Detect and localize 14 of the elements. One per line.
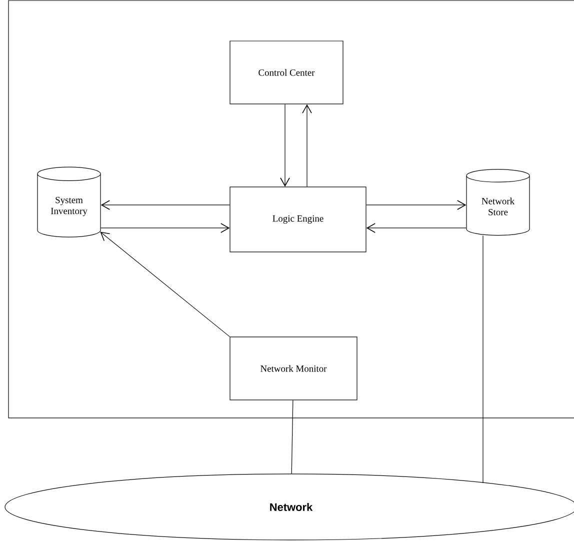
arrow bbox=[100, 200, 230, 210]
arrow bbox=[302, 104, 312, 187]
arrow bbox=[366, 200, 466, 210]
arrow bbox=[100, 223, 230, 233]
arrow bbox=[366, 223, 466, 233]
arrow bbox=[280, 104, 290, 187]
database-cylinder: System Inventory bbox=[37, 166, 101, 238]
connector-line bbox=[482, 235, 484, 484]
process-box: Network Monitor bbox=[230, 336, 358, 400]
arrow bbox=[100, 232, 230, 337]
database-cylinder: Network Store bbox=[466, 169, 530, 236]
connector-line bbox=[291, 400, 294, 474]
process-box: Logic Engine bbox=[230, 186, 366, 252]
process-box: Control Center bbox=[230, 40, 344, 104]
